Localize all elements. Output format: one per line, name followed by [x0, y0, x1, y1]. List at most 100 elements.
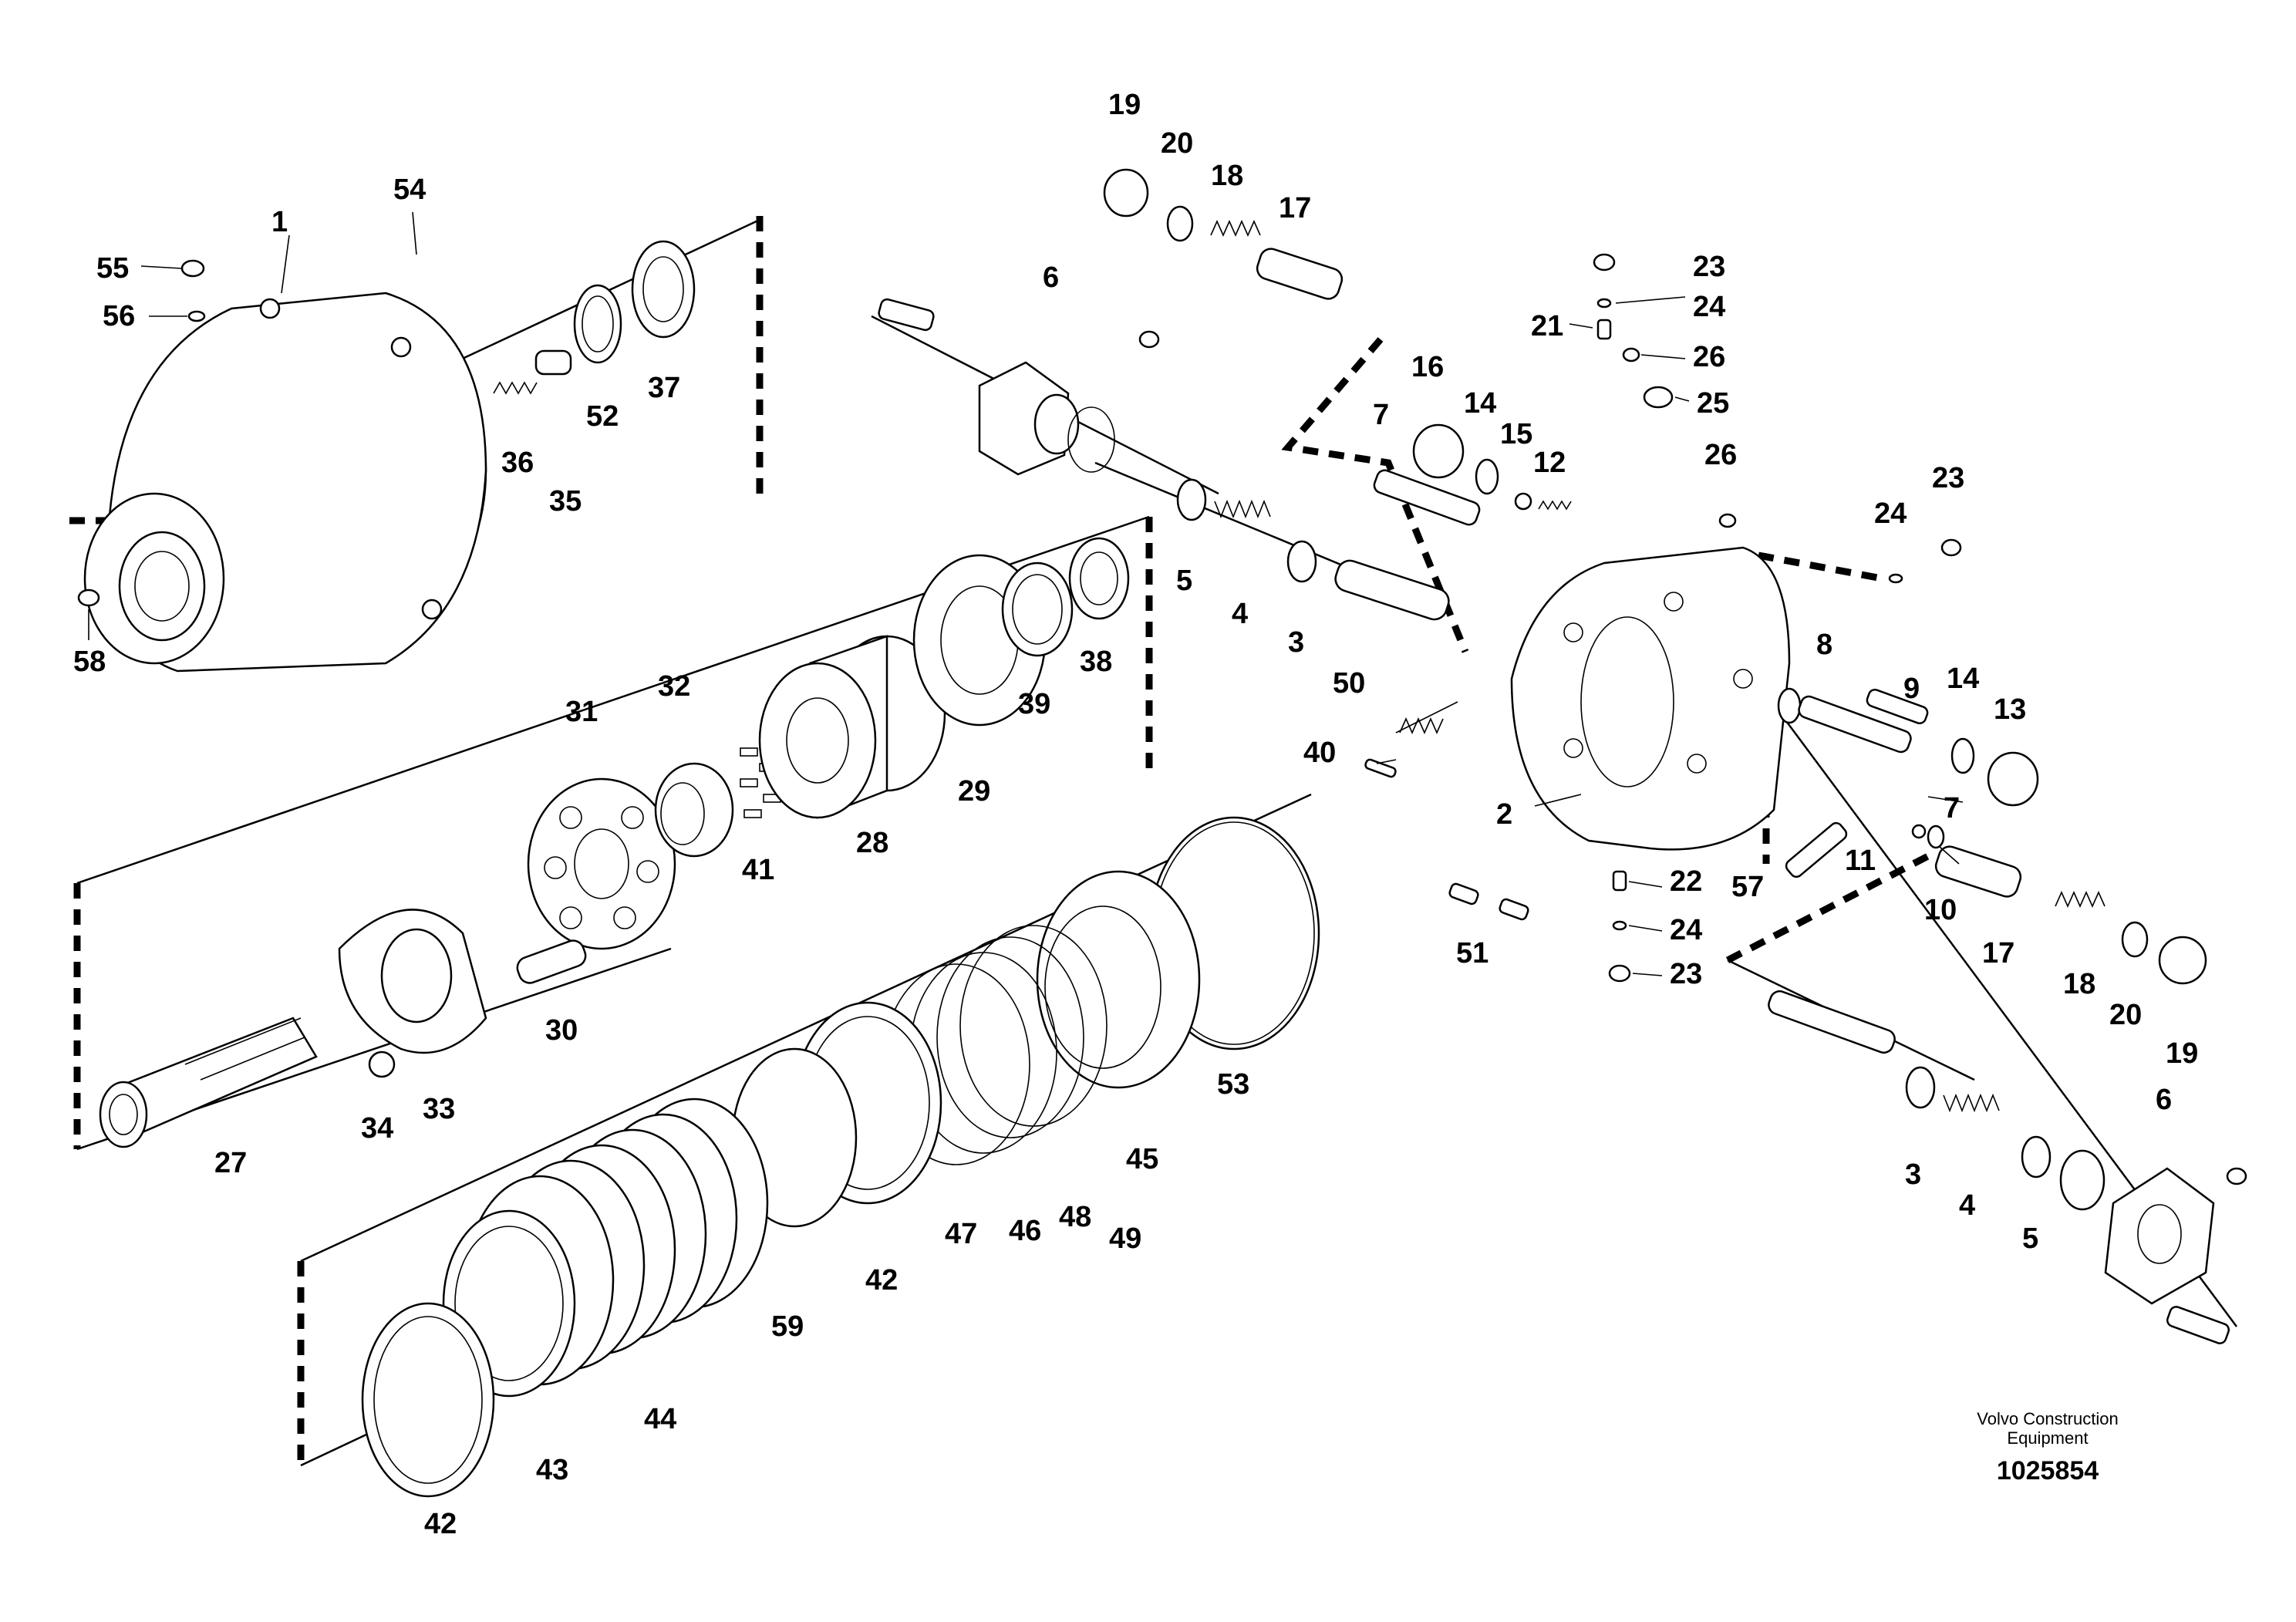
callout-23: 23: [1693, 251, 1725, 283]
callout-55: 55: [96, 252, 129, 285]
seal-52: [573, 284, 622, 364]
callout-16: 16: [1411, 351, 1444, 383]
spring-36: [493, 381, 538, 395]
bearing-38: [1068, 537, 1130, 620]
callout-1: 1: [271, 206, 288, 238]
plug-13: [1987, 751, 2039, 807]
callout-17: 17: [1279, 192, 1311, 224]
callout-26: 26: [1693, 341, 1725, 373]
piston-35: [534, 349, 572, 376]
callout-leaders: [88, 211, 1964, 976]
o-ring-24-top: [1596, 298, 1612, 309]
callout-5: 5: [1176, 565, 1192, 597]
pin-40: [1364, 758, 1397, 778]
callout-15: 15: [1500, 418, 1532, 450]
ring-3-top: [1286, 540, 1317, 583]
callout-19: 19: [2166, 1037, 2198, 1070]
callout-23: 23: [1670, 958, 1702, 990]
spring-12: [1538, 500, 1572, 511]
pin-22: [1612, 870, 1627, 892]
spring-50: [1399, 717, 1444, 734]
callout-14: 14: [1947, 663, 1979, 695]
callout-51: 51: [1456, 937, 1489, 969]
callout-31: 31: [565, 696, 598, 728]
valve-spool-7-right: [1798, 695, 1912, 754]
valve-spool-7-top: [1373, 469, 1481, 526]
plug-55: [180, 259, 205, 278]
piston-9: [1866, 688, 1929, 725]
o-ring-24-right: [1888, 573, 1903, 584]
screw-26-top: [1622, 347, 1640, 363]
seat-10: [1927, 824, 1945, 849]
ball-11: [1911, 824, 1927, 839]
plug-23-bottom: [1608, 964, 1631, 983]
spring-4-top: [1214, 499, 1271, 519]
callout-24: 24: [1670, 914, 1702, 946]
ring-3-bottom: [1905, 1066, 1936, 1109]
callout-22: 22: [1670, 865, 1702, 898]
screw-6-bottom: [2226, 1167, 2247, 1185]
callout-4: 4: [1232, 598, 1248, 630]
callout-29: 29: [958, 775, 990, 808]
callout-14: 14: [1464, 387, 1496, 420]
ball-34: [368, 1050, 396, 1078]
callout-56: 56: [103, 300, 135, 332]
callout-6: 6: [2156, 1084, 2172, 1116]
callout-6: 6: [1043, 261, 1059, 294]
screw-26-mid: [1718, 513, 1737, 528]
callout-28: 28: [856, 827, 888, 859]
output-shaft: [99, 1017, 318, 1148]
check-15: [1514, 492, 1532, 511]
plug-25: [1643, 386, 1674, 409]
brand-block: Volvo Construction Equipment 1025854: [1977, 1409, 2118, 1485]
callout-50: 50: [1333, 667, 1365, 700]
plug-16: [1412, 423, 1465, 479]
callout-42: 42: [865, 1264, 898, 1297]
o-ring-24-bottom: [1612, 920, 1627, 931]
plug-23-right: [1940, 538, 1962, 557]
callout-46: 46: [1009, 1215, 1041, 1247]
callout-36: 36: [501, 447, 534, 479]
o-ring-8: [1777, 687, 1802, 724]
callout-3: 3: [1288, 626, 1304, 659]
callout-25: 25: [1697, 387, 1729, 420]
callout-5: 5: [2022, 1222, 2038, 1255]
callout-53: 53: [1217, 1068, 1249, 1101]
sleeve-17-top: [1256, 248, 1344, 300]
o-ring-6-bottom: [2059, 1149, 2106, 1211]
callout-9: 9: [1903, 673, 1920, 705]
callout-7: 7: [1944, 792, 1960, 824]
callout-58: 58: [73, 646, 106, 678]
rear-cover: [1510, 546, 1791, 851]
callout-48: 48: [1059, 1201, 1091, 1233]
callout-26: 26: [1704, 439, 1737, 471]
bolt-57: [1785, 821, 1848, 878]
callout-43: 43: [536, 1454, 568, 1486]
cylinder-block: [758, 635, 946, 819]
flange-6-bottom: [2104, 1167, 2215, 1305]
callout-34: 34: [361, 1112, 393, 1145]
callout-52: 52: [586, 400, 619, 433]
pins-51: [1448, 882, 1529, 921]
o-ring-20-bottom: [2121, 921, 2149, 958]
callout-8: 8: [1816, 629, 1832, 661]
spool-bottom: [1768, 990, 1896, 1054]
piston-shoe: [516, 939, 587, 984]
callout-38: 38: [1080, 646, 1112, 678]
plug-23-top: [1593, 253, 1616, 271]
washer-56: [187, 310, 206, 322]
callout-39: 39: [1018, 688, 1050, 720]
callout-44: 44: [644, 1403, 676, 1435]
seal-39: [1001, 561, 1074, 657]
flange-6-top: [978, 361, 1115, 476]
callout-27: 27: [214, 1147, 247, 1179]
ring-5-bottom: [2021, 1135, 2052, 1179]
screw-6-top: [1138, 330, 1160, 349]
spherical-bushing: [654, 762, 734, 858]
swash-plate: [338, 909, 487, 1054]
callout-57: 57: [1731, 871, 1764, 903]
callout-47: 47: [945, 1218, 977, 1250]
callout-49: 49: [1109, 1222, 1141, 1255]
ring-5-top: [1176, 478, 1207, 521]
